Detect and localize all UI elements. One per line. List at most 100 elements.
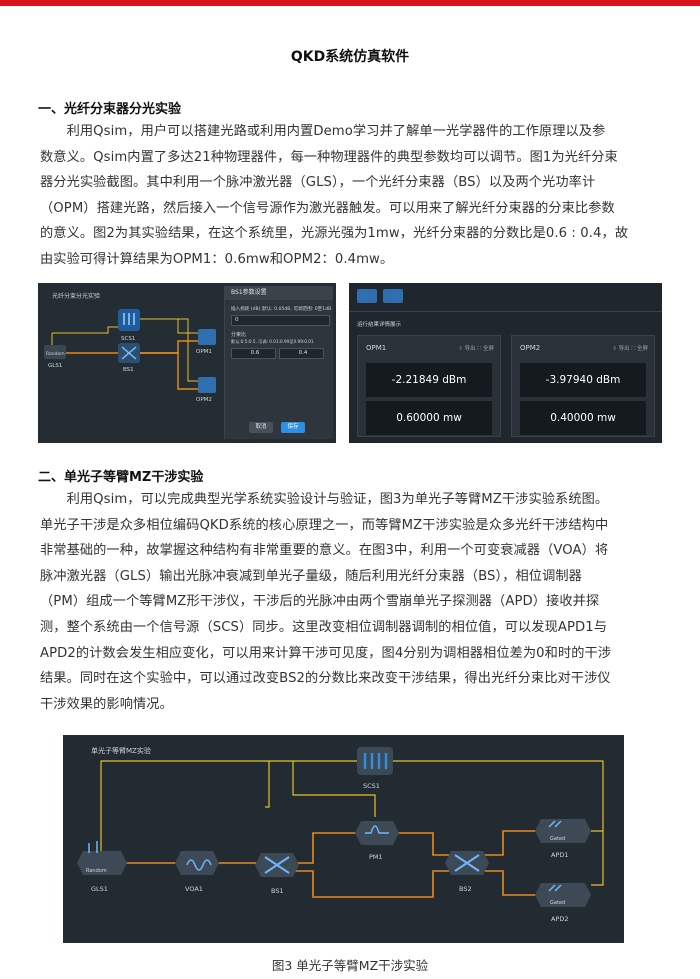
opm1-dbm-readout: -2.21849 dBm	[366, 363, 492, 397]
figure3-caption: 图3 单光子等臂MZ干涉实验	[271, 958, 429, 973]
opm2-dbm-readout: -3.97940 dBm	[520, 363, 646, 397]
figure3-panel-title: 单光子等臂MZ实验	[91, 746, 151, 755]
section2-line: 干涉效果的影响情况。	[40, 696, 173, 712]
section2-line: 结果。同时在这个实验中，可以通过改变BS2的分数比来改变干涉结果，得出光纤分束比…	[40, 671, 611, 687]
fullscreen-link[interactable]: 全屏	[636, 346, 648, 352]
insertion-loss-input[interactable]: 0	[231, 315, 330, 326]
gls-label: GLS1	[48, 363, 62, 369]
opm1-card-title: OPM1	[366, 344, 387, 352]
cancel-button[interactable]: 取消	[249, 422, 273, 433]
scs-node[interactable]	[357, 747, 393, 775]
split-ratio-label: 分束比	[231, 332, 247, 338]
optical-path	[395, 832, 449, 856]
bs1-label: BS1	[271, 887, 284, 895]
section1-line: （OPM）搭建光路，然后接入一个信号源作为激光器触发。可以用来了解光纤分束器的分…	[40, 200, 615, 216]
section2-line: 非常基础的一种，故掌握这种结构有非常重要的意义。在图3中，利用一个可变衰减器（V…	[40, 543, 609, 559]
export-link[interactable]: 导出	[618, 346, 630, 352]
opm1-mw-readout: 0.60000 mw	[366, 401, 492, 435]
pm-label: PM1	[369, 853, 383, 861]
section2-heading: 二、单光子等臂MZ干涉实验	[38, 470, 204, 485]
bs2-label: BS2	[459, 885, 472, 893]
export-icon[interactable]: ⇩	[458, 346, 463, 352]
gated-label: Gated	[550, 836, 565, 842]
detector-icon	[548, 820, 562, 828]
splitter-icon	[121, 346, 137, 360]
optical-path	[295, 832, 361, 864]
dialog-title: BS1参数设置	[225, 286, 333, 300]
document-title: QKD系统仿真软件	[290, 49, 410, 65]
figure3-diagram: 单光子等臂MZ实验 SCS1 Random GLS1 VOA1 BS1	[77, 746, 604, 923]
fullscreen-icon[interactable]: ⛶	[477, 346, 482, 352]
figure1-panel-title: 光纤分束分光实验	[52, 292, 100, 300]
split-ratio-hint: 默认:0.5:0.5, 可调: 0.01:0.99至0.99:0.01	[231, 339, 314, 344]
split-ratio-a-input[interactable]: 0.6	[231, 348, 276, 359]
save-button[interactable]: 保存	[281, 422, 305, 433]
opm2-card-actions: ⇩ 导出 ⛶ 全屏	[612, 344, 648, 353]
section2-paragraph: 利用Qsim，可以完成典型光学系统实验设计与验证，图3为单光子等臂MZ干涉实验系…	[40, 487, 660, 717]
export-icon[interactable]: ⇩	[612, 346, 617, 352]
gls-node[interactable]	[44, 345, 66, 359]
top-accent-bar	[0, 0, 700, 6]
random-label: Random	[86, 868, 107, 874]
opm1-node[interactable]	[198, 329, 216, 345]
gls-node[interactable]	[77, 851, 127, 875]
trigger-wire	[100, 760, 357, 863]
voa-node[interactable]	[175, 851, 219, 875]
apd1-label: APD1	[551, 851, 569, 859]
opm2-label: OPM2	[196, 397, 212, 403]
opm-toolbar-icon[interactable]	[383, 289, 403, 303]
figure1-diagram: 光纤分束分光实验 SCS1 Random GLS1 BS1 OPM1 OPM2	[44, 292, 216, 403]
optical-path	[295, 870, 449, 898]
opm-toolbar-icon[interactable]	[357, 289, 377, 303]
insertion-loss-hint: 默认: 0.05dB, 可调范围: 0至1dB	[261, 307, 332, 312]
opm1-result-card: OPM1 ⇩ 导出 ⛶ 全屏 -2.21849 dBm 0.60000 mw	[357, 335, 501, 437]
bs-parameter-dialog: BS1参数设置 插入损耗 (dB) 默认: 0.05dB, 可调范围: 0至1d…	[224, 286, 333, 439]
trigger-wire	[591, 831, 604, 886]
split-ratio-b-input[interactable]: 0.4	[279, 348, 324, 359]
figure3-screenshot: 单光子等臂MZ实验 SCS1 Random GLS1 VOA1 BS1	[63, 735, 624, 943]
trigger-wire	[393, 760, 604, 832]
scs-icon	[363, 753, 388, 769]
fullscreen-icon[interactable]: ⛶	[631, 346, 636, 352]
voa-label: VOA1	[185, 885, 203, 893]
opm2-result-card: OPM2 ⇩ 导出 ⛶ 全屏 -3.97940 dBm 0.40000 mw	[511, 335, 655, 437]
fullscreen-link[interactable]: 全屏	[482, 346, 494, 352]
trigger-wire	[292, 761, 376, 817]
insertion-loss-name: 插入损耗 (dB)	[231, 307, 261, 312]
gls-label: GLS1	[91, 885, 108, 893]
scs-label: SCS1	[121, 336, 135, 342]
trigger-wire	[166, 318, 198, 382]
section2-line: 利用Qsim，可以完成典型光学系统实验设计与验证，图3为单光子等臂MZ干涉实验系…	[40, 492, 609, 507]
apd2-label: APD2	[551, 915, 569, 923]
opm1-card-actions: ⇩ 导出 ⛶ 全屏	[458, 344, 494, 353]
phase-modulator-icon	[365, 825, 389, 834]
export-link[interactable]: 导出	[464, 346, 476, 352]
apd2-node[interactable]	[535, 883, 591, 907]
section2-line: 测，整个系统由一个信号源（SCS）同步。这里改变相位调制器调制的相位值，可以发现…	[40, 619, 608, 635]
opm2-card-title: OPM2	[520, 344, 541, 352]
apd1-node[interactable]	[535, 819, 591, 843]
figure1-screenshot: 光纤分束分光实验 SCS1 Random GLS1 BS1 OPM1 OPM2 …	[38, 283, 336, 443]
results-panel-title: 运行结果详情展示	[357, 322, 402, 328]
scs-icon	[123, 313, 135, 325]
optical-path	[140, 340, 200, 354]
gated-label: Gated	[550, 900, 565, 906]
pm-node[interactable]	[355, 821, 399, 845]
section2-line: 单光子干涉是众多相位编码QKD系统的核心原理之一，而等臂MZ干涉实验是众多光纤干…	[40, 517, 609, 533]
section1-line: 利用Qsim，用户可以搭建光路或利用内置Demo学习并了解单一光学器件的工作原理…	[40, 124, 606, 139]
opm2-node[interactable]	[198, 377, 216, 393]
bs-label: BS1	[123, 367, 134, 373]
optical-path	[483, 870, 541, 896]
insertion-loss-label: 插入损耗 (dB) 默认: 0.05dB, 可调范围: 0至1dB	[231, 306, 331, 312]
laser-icon	[88, 841, 98, 853]
optical-path	[483, 830, 541, 856]
attenuator-icon	[186, 859, 212, 871]
section2-line: （PM）组成一个等臂MZ形干涉仪，干涉后的光脉冲由两个雪崩单光子探测器（APD）…	[40, 594, 600, 610]
section1-line: 器分光实验截图。其中利用一个脉冲激光器（GLS），一个光纤分束器（BS）以及两个…	[40, 175, 596, 191]
section1-line: 数意义。Qsim内置了多达21种物理器件，每一种物理器件的典型参数均可以调节。图…	[40, 149, 618, 165]
section2-line: APD2的计数会发生相应变化，可以用来计算干涉可见度，图4分别为调相器相位差为0…	[40, 645, 612, 661]
scs-label: SCS1	[363, 782, 380, 790]
divider	[349, 311, 662, 312]
trigger-wire	[265, 761, 270, 808]
section1-line: 的意义。图2为其实验结果，在这个系统里，光源光强为1mw，光纤分束器的分数比是0…	[40, 226, 629, 242]
